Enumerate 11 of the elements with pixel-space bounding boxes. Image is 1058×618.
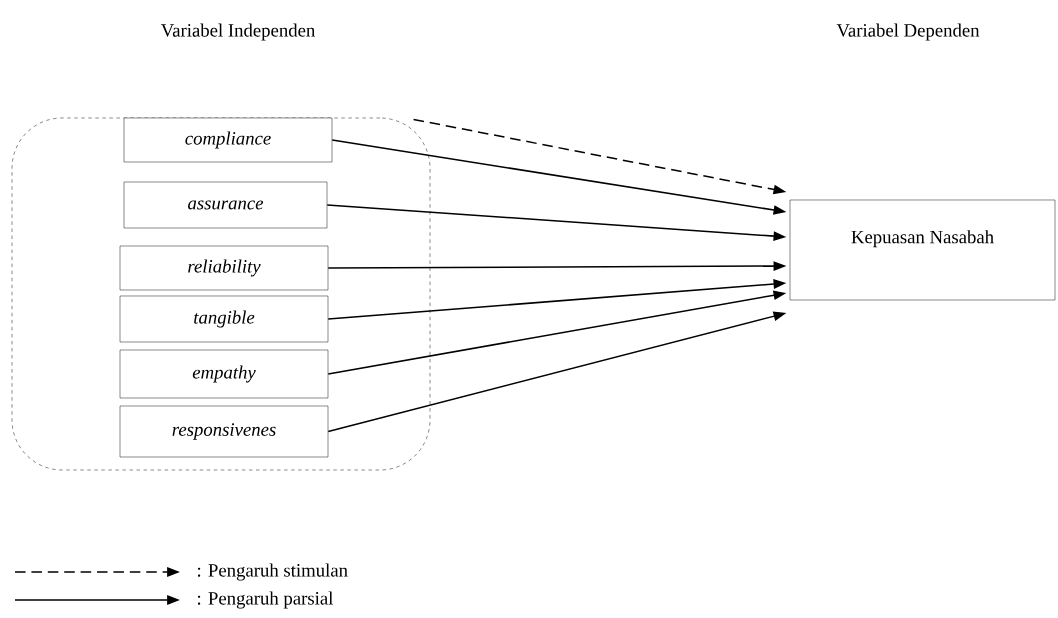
variable-box: compliance [123,117,333,163]
variable-box: tangible [119,295,329,343]
variable-box: reliability [119,245,329,291]
variable-box: Kepuasan Nasabah [789,199,1056,301]
variable-box: empathy [119,349,329,399]
variable-box: assurance [123,181,328,229]
legend-text: : Pengaruh stimulan [198,563,348,581]
column-heading: Variabel Dependen [836,23,980,41]
legend-text: : Pengaruh parsial [198,591,333,609]
column-heading: Variabel Independen [160,23,316,41]
variable-box: responsivenes [119,405,329,458]
